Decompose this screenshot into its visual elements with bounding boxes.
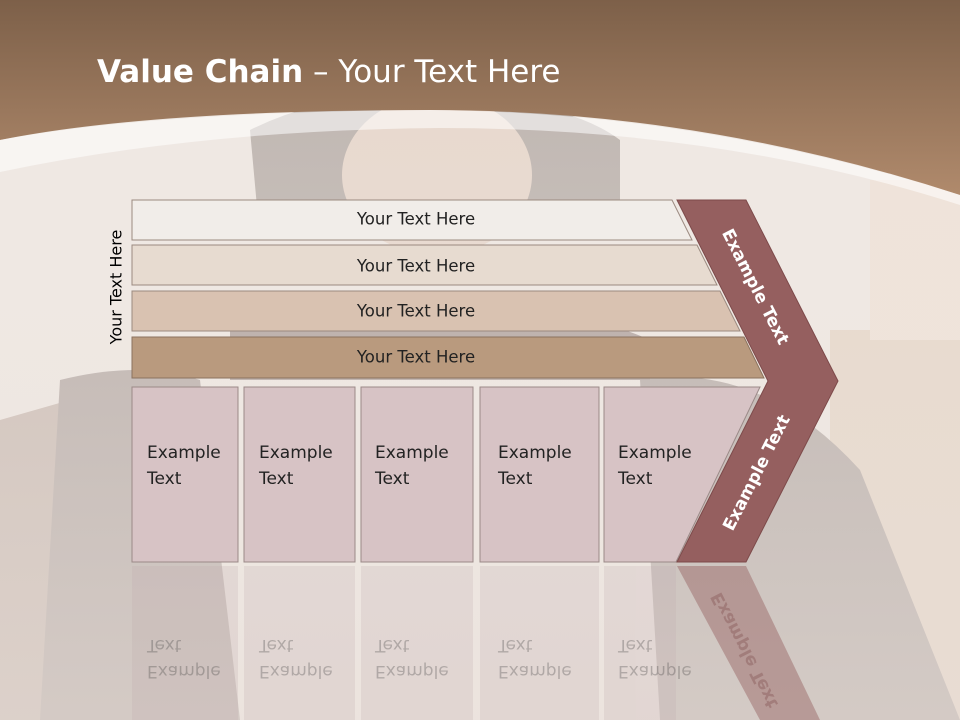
row-text-2: Your Text Here: [356, 256, 476, 276]
row-text-4: Your Text Here: [356, 347, 476, 367]
box-4: [479, 386, 600, 563]
chevron-reflection: [677, 566, 820, 720]
title-rest: – Your Text Here: [303, 54, 561, 90]
row-bar-4: [131, 336, 765, 379]
title-bold: Value Chain: [97, 54, 304, 90]
box-3: [360, 386, 474, 563]
box-5: [603, 386, 761, 563]
row-text-1: Your Text Here: [356, 209, 476, 229]
row-text-3: Your Text Here: [356, 301, 476, 321]
box-1: [131, 386, 239, 563]
reflection: [132, 566, 676, 720]
slide-title: Value Chain – Your Text Here: [97, 54, 560, 90]
box-2: [243, 386, 356, 563]
row-bar-3: [131, 290, 741, 332]
row-bar-2: [131, 244, 718, 286]
chevron-arrow: [676, 199, 839, 563]
row-bar-1: [131, 199, 693, 241]
